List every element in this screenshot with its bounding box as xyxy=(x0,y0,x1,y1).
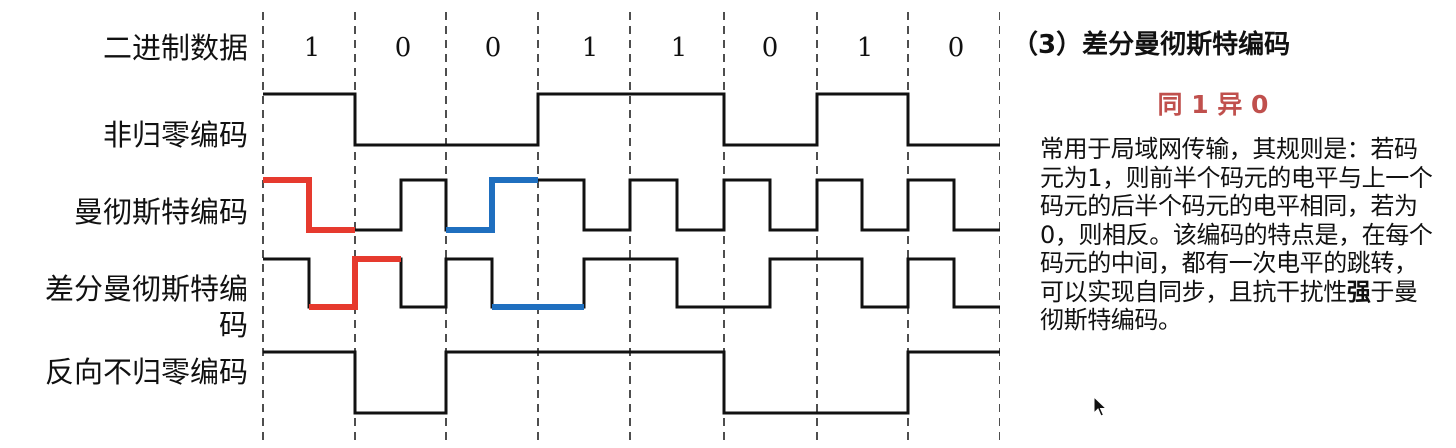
manchester-highlight-bit-1 xyxy=(263,177,355,233)
description-text: 常用于局域网传输，其规则是：若码元为1，则前半个码元的电平与上一个码元的后半个码… xyxy=(1040,135,1440,335)
description-part: 于曼彻斯特编码。 xyxy=(1040,277,1418,335)
nrz-waveform xyxy=(263,92,1000,147)
row-label-nrzi: 反向不归零编码 xyxy=(44,355,248,389)
encoding-diagram xyxy=(262,12,1000,446)
rule-summary: 同 1 异 0 xyxy=(1157,90,1269,119)
bit-label: 1 xyxy=(581,33,599,63)
description-emphasis: 强 xyxy=(1346,277,1371,306)
section-title: （3）差分曼彻斯特编码 xyxy=(1012,30,1291,60)
description-panel: （3）差分曼彻斯特编码 同 1 异 0 常用于局域网传输，其规则是：若码元为1，… xyxy=(1008,20,1448,335)
manchester-highlight-bit-0 xyxy=(446,177,538,233)
diff-manchester-waveform xyxy=(263,257,1000,309)
row-label-binary: 二进制数据 xyxy=(102,31,248,65)
bit-label: 0 xyxy=(947,33,965,63)
row-label-nrz: 非归零编码 xyxy=(102,118,248,152)
bit-label: 0 xyxy=(394,33,412,63)
diff-manchester-highlight-red xyxy=(309,256,401,310)
nrzi-waveform xyxy=(263,350,1000,415)
bit-label: 0 xyxy=(484,33,502,63)
row-label-manchester: 曼彻斯特编码 xyxy=(73,195,248,229)
bit-label: 0 xyxy=(761,33,779,63)
mouse-cursor-icon xyxy=(1093,396,1108,417)
bit-label: 1 xyxy=(856,33,874,63)
row-label-diff-manchester: 差分曼彻斯特编码 xyxy=(44,272,248,342)
bit-label: 1 xyxy=(303,33,321,63)
description-part: 常用于局域网传输，其规则是：若码元为1，则前半个码元的电平与上一个码元的后半个码… xyxy=(1040,135,1433,306)
manchester-waveform xyxy=(355,178,1000,232)
bit-label: 1 xyxy=(670,33,688,63)
